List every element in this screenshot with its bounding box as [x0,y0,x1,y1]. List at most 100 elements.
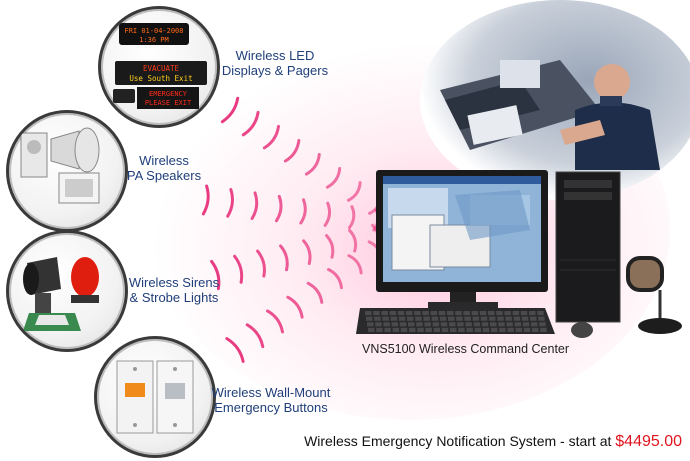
keyboard-key [537,311,544,316]
label-line: Wireless Sirens [128,275,220,290]
wave-arc [347,254,363,275]
keyboard-key [497,316,504,321]
keyboard-key [490,322,497,327]
footer-text: Wireless Emergency Notification System -… [304,433,616,449]
keyboard-key [376,327,383,332]
keyboard-key [399,322,407,327]
keyboard-key [390,316,398,321]
keyboard-key [381,311,388,316]
wave-arc [347,205,356,230]
keyboard-key [499,327,506,332]
keyboard-key [507,327,514,332]
keyboard-key [521,316,529,321]
keyboard-key [473,322,481,327]
siren-strobe-image [23,257,99,331]
keyboard-key [489,316,496,321]
wave-arc [299,198,307,225]
keyboard-key [415,316,422,321]
keyboard-key [520,311,528,316]
keyboard-key [400,327,408,332]
keyboard-key [513,316,521,321]
command-center-caption: VNS5100 Wireless Command Center [362,342,570,356]
led-line-5: EMERGENCY [149,90,188,98]
keyboard-key [423,316,430,321]
wave-arc [323,201,332,227]
keyboard-key [409,327,416,332]
keyboard-key [539,322,546,327]
keyboard-key [440,322,448,327]
keyboard-key [447,311,454,316]
keyboard-key [463,311,470,316]
wave-arc [348,228,358,253]
keyboard-key [392,327,400,332]
keyboard-key [432,322,440,327]
keyboard-key [498,322,505,327]
led-display-label: Wireless LED Displays & Pagers [220,48,330,78]
wave-arc [286,295,304,319]
wave-arc [245,323,265,349]
keyboard-key [481,322,489,327]
keyboard-key [431,316,439,321]
keyboard-key [506,322,513,327]
siren-strobe-circle [6,230,128,352]
wave-arc [262,124,280,150]
label-line: Wireless LED [235,48,315,63]
keyboard-key [424,322,431,327]
keyboard-key [450,327,457,332]
wave-arc [327,268,343,290]
keyboard-key [389,311,397,316]
led-display-image: FRI 01-04-2008 1:36 PM EVACUATE Use Sout… [113,23,207,109]
led-line-4: Use South Exit [129,74,192,83]
label-line: & Strobe Lights [129,290,219,305]
wave-arc [279,244,289,272]
keyboard-key [384,327,391,332]
keyboard-key [505,316,512,321]
wall-button-circle [94,336,216,458]
wave-arc [346,181,362,202]
keyboard-key [522,322,530,327]
keyboard-key [530,316,537,321]
keyboard-key [448,316,455,321]
label-line: Wireless Wall-Mount [211,385,331,400]
keyboard-key [367,322,374,327]
keyboard-key [368,327,375,332]
keyboard-key [514,322,522,327]
keyboard-key [531,322,538,327]
wave-arc [226,188,234,218]
wall-button-label: Wireless Wall-Mount Emergency Buttons [206,385,336,415]
keyboard-key [422,311,429,316]
wave-arc [274,194,283,223]
keyboard-key [465,322,472,327]
siren-strobe-label: Wireless Sirens & Strobe Lights [124,275,224,305]
keyboard-key [441,327,449,332]
keyboard-key [529,311,536,316]
wave-arc [306,281,324,304]
keyboard-key [480,316,488,321]
keyboard-key [479,311,487,316]
wave-arc [304,152,321,176]
wave-arc [201,184,210,216]
wave-arc [325,234,335,259]
keyboard-key [366,316,373,321]
keyboard-key [472,316,480,321]
keyboard-key [504,311,511,316]
wave-arc [250,191,259,220]
keyboard-key [383,322,390,327]
keyboard-key [515,327,523,332]
keyboard-key [417,327,424,332]
pa-speaker-image [20,127,100,204]
keyboard-key [416,322,423,327]
label-line: PA Speakers [126,168,202,183]
keyboard-key [458,327,465,332]
wave-arc [302,239,312,266]
keyboard-key [374,316,381,321]
keyboard-key [373,311,380,316]
keyboard-key [425,327,432,332]
wave-arc [233,254,244,284]
keyboard-key [538,316,545,321]
keyboard-key [532,327,539,332]
keyboard-key [488,311,495,316]
wave-arc [210,259,221,291]
